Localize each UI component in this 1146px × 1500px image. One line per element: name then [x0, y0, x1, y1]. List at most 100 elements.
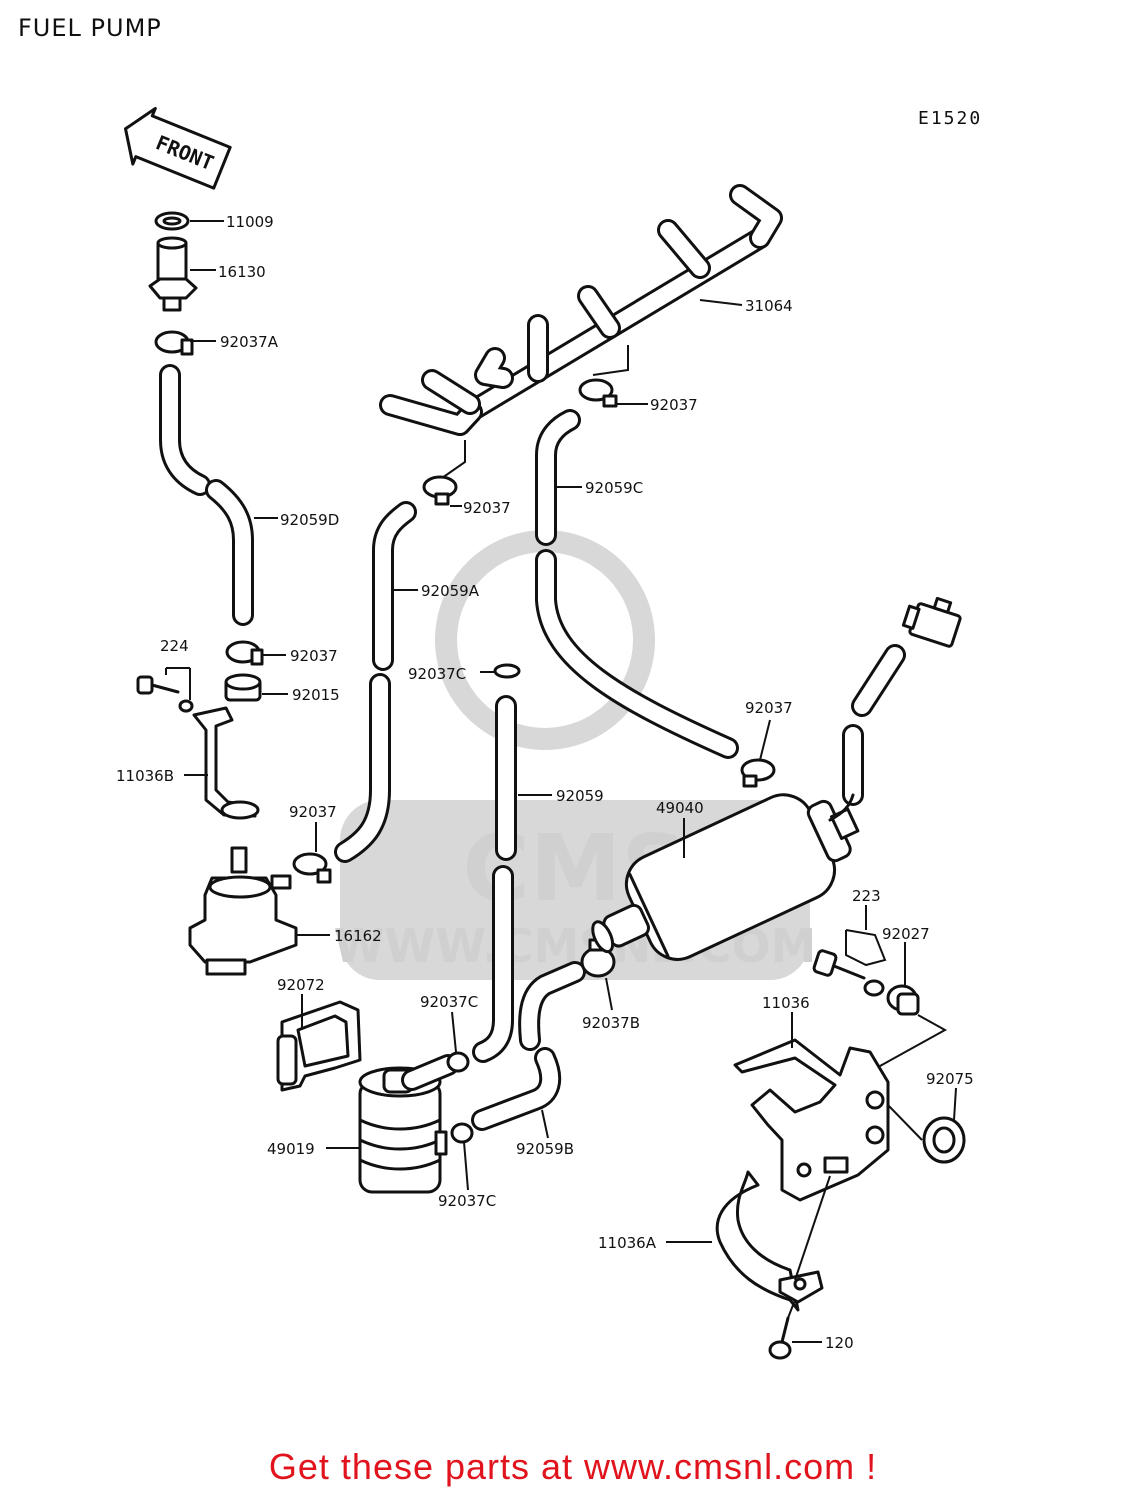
bolt-223 [812, 929, 887, 997]
screw-120 [768, 1299, 796, 1360]
footer-cta-link[interactable]: Get these parts at www.cmsnl.com ! [268, 1446, 878, 1487]
front-arrow: FRONT [124, 106, 232, 190]
hose-lower-inner [208, 482, 251, 623]
connector-boot [901, 604, 921, 630]
label-92059C: 92059C [585, 479, 643, 497]
fuel-rail-31064 [379, 184, 783, 479]
bracket-hole [220, 800, 260, 820]
clip-ring [493, 663, 521, 679]
clamp-92037A [154, 330, 194, 356]
connector-latch [932, 596, 953, 614]
clamp-92037-left [225, 640, 264, 666]
washer-11009 [154, 211, 190, 231]
fitting-16130 [148, 236, 198, 312]
bolt-shank [150, 683, 180, 694]
label-92037A: 92037A [220, 333, 279, 351]
bolt-washer [178, 699, 194, 713]
clamp-tab [602, 394, 618, 408]
clamp-tab [250, 648, 264, 666]
filter-inlet-pipe-inner [404, 1057, 456, 1088]
label-92072: 92072 [277, 976, 325, 994]
strap-band [715, 1170, 800, 1312]
wire-lead [828, 793, 855, 822]
clamp-92037-lower [740, 758, 776, 788]
label-92059D: 92059D [280, 511, 339, 529]
hose-pump-return [535, 549, 739, 759]
label-223: 223 [852, 887, 881, 905]
diagram-code: E1520 [918, 108, 983, 129]
hose-lower-inner [337, 676, 388, 860]
label-11036B: 11036B [116, 767, 174, 785]
clip-92037C-mid [446, 1051, 470, 1073]
regulator-base [205, 958, 247, 976]
regulator-body [188, 876, 298, 964]
washer-inner [162, 216, 182, 226]
label-49019: 49019 [267, 1140, 315, 1158]
filter-body [358, 1080, 442, 1194]
bolt-224 [136, 667, 194, 713]
front-arrow-shape [124, 106, 232, 190]
bracket-92072 [276, 1000, 362, 1092]
page-title: FUEL PUMP [18, 14, 162, 42]
bracket-leader-top [879, 1014, 948, 1067]
clip-92037C-top [493, 663, 521, 679]
label-31064: 31064 [745, 297, 793, 315]
leader-92037B [605, 977, 613, 1011]
hose-filter-inlet [472, 865, 514, 1063]
leader-92059B [541, 1109, 549, 1139]
leader-31064 [699, 299, 743, 306]
rail-leader-right [592, 345, 629, 376]
hose-upper-inner [162, 367, 208, 493]
leader-92037C-mid [451, 1011, 457, 1053]
hose-92059A [334, 501, 417, 863]
label-92037C-top: 92037C [408, 665, 466, 683]
label-92037-mid: 92037 [463, 499, 511, 517]
strap-leader [794, 1175, 831, 1281]
label-92037-pump: 92037 [289, 803, 337, 821]
clip-92037C-bottom [450, 1122, 474, 1144]
bolt-washer [863, 979, 885, 997]
grommet-inner [932, 1126, 956, 1154]
fuel-filter-49019 [358, 1054, 459, 1194]
leader-92075 [953, 1087, 957, 1121]
label-92059A: 92059A [421, 582, 480, 600]
fitting-flange [148, 277, 198, 300]
leader-lines [184, 220, 957, 1343]
pump-wiring [828, 596, 962, 822]
rail-nozzle-4-inner [424, 372, 478, 412]
wire-connector [901, 596, 962, 648]
label-49040: 49040 [656, 799, 704, 817]
regulator-16162 [188, 846, 298, 976]
rail-left-inner [382, 397, 480, 433]
wire-upper-inner [854, 647, 903, 714]
label-11036: 11036 [762, 994, 810, 1012]
bracket-11036 [733, 1038, 890, 1202]
label-92075: 92075 [926, 1070, 974, 1088]
pump-band [628, 872, 670, 958]
screw-shank [780, 1316, 790, 1344]
clamp-tab [180, 338, 194, 356]
label-92037-left: 92037 [290, 647, 338, 665]
regulator-nipple [230, 846, 248, 874]
rail-nozzle-3-inner [660, 222, 708, 276]
hose-upper-inner [521, 964, 583, 1048]
bracket-body [192, 706, 257, 818]
bracket-slot [823, 1156, 849, 1174]
label-16162: 16162 [334, 927, 382, 945]
rail-right-inner [732, 187, 780, 246]
bracket-body [733, 1038, 890, 1202]
leader-92037-lower [759, 719, 771, 761]
hose-inner [475, 868, 511, 1060]
bracket-hole-3 [796, 1162, 812, 1178]
bolt-shank [832, 964, 866, 980]
label-11009: 11009 [226, 213, 274, 231]
screw-leader [787, 1299, 796, 1319]
grommet-92027 [886, 984, 920, 1016]
bracket-hole-2 [865, 1125, 885, 1145]
bolt-leader [165, 667, 191, 700]
grommet-leader [887, 1104, 923, 1141]
strap-hole [793, 1277, 807, 1291]
clamp-92037-mid [422, 475, 458, 506]
leader-92037C-bottom [463, 1141, 469, 1191]
bolt-head [136, 675, 154, 695]
